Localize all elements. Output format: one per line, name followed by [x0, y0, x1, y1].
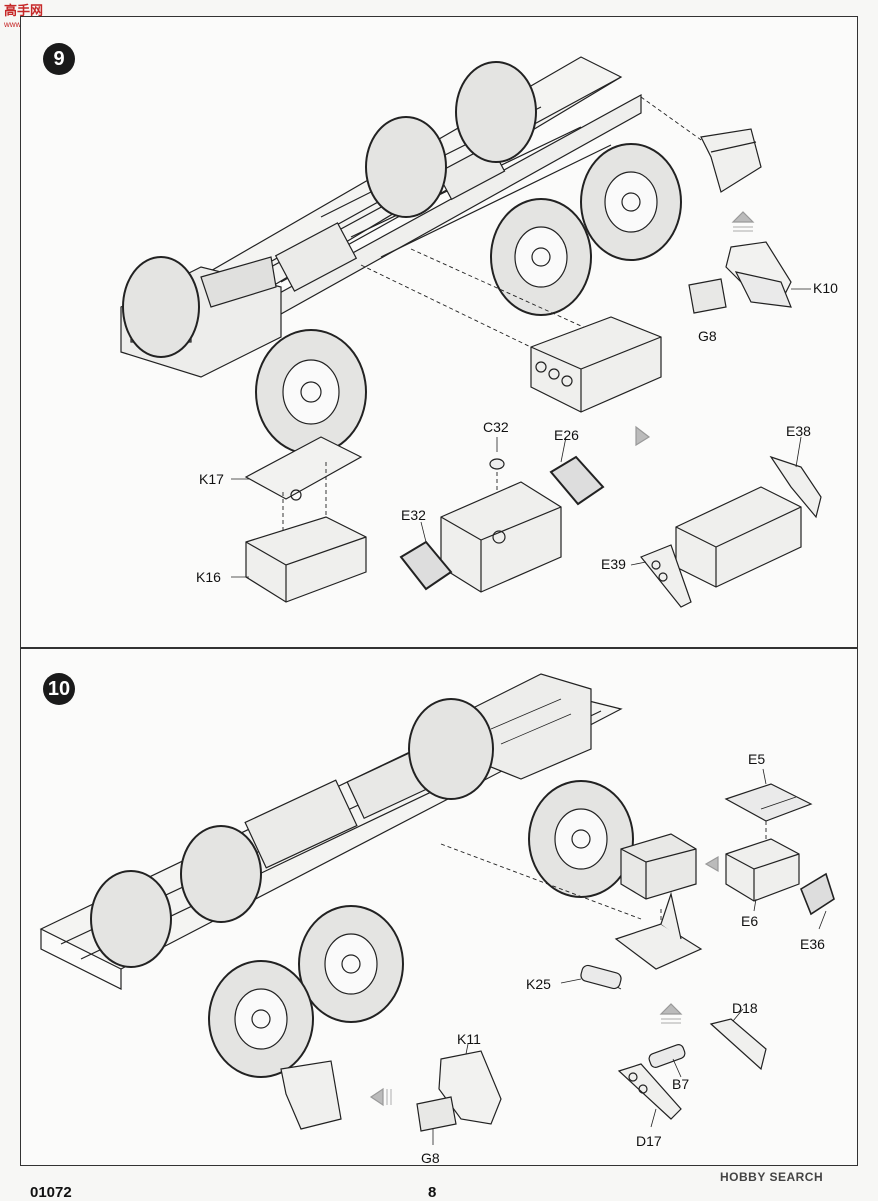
- mudflap-rear: [280, 1060, 342, 1130]
- k25-cylinder: [580, 964, 622, 990]
- step-10-badge: 10: [43, 673, 75, 705]
- step-10-diagram: E5 E6 E36 K25 D18 B7 D17 K11 G8: [39, 673, 835, 1166]
- e39-bracket: [640, 544, 692, 608]
- label-e32: E32: [401, 507, 426, 523]
- step-9-diagram: K10 G8 K17 K16 C32 E26 E32 E38 E39: [120, 56, 838, 608]
- arrow-left-icon: [369, 1087, 392, 1107]
- label-e6: E6: [741, 913, 758, 929]
- wheel-rear-right-1: [365, 116, 447, 218]
- arrow-diagonal-icon: [635, 425, 651, 447]
- assembly-lines: [360, 96, 712, 353]
- e36-plate: [800, 872, 835, 916]
- wheel-rear-left-2-10: [208, 960, 314, 1078]
- label-c32: C32: [483, 419, 509, 435]
- label-d17: D17: [636, 1133, 662, 1149]
- label-e36: E36: [800, 936, 825, 952]
- wheel-front-left-10: [528, 780, 634, 898]
- wheel-rear-left-1-10: [298, 905, 404, 1023]
- watermark-text: 高手网: [4, 3, 44, 18]
- b7-part: [648, 1044, 686, 1068]
- k17-cover: [244, 436, 363, 501]
- label-k10: K10: [813, 280, 838, 296]
- step-10-panel: 10: [20, 648, 858, 1166]
- k16-box: [245, 516, 367, 603]
- d17-bracket: [617, 1063, 682, 1120]
- label-e26: E26: [554, 427, 579, 443]
- e6-box: [725, 838, 800, 902]
- k10-bracket: [725, 241, 792, 308]
- label-b7: B7: [672, 1076, 689, 1092]
- d18-bracket: [709, 1018, 767, 1071]
- label-e39: E39: [601, 556, 626, 572]
- wheel-rear-right-1-10: [180, 825, 262, 923]
- product-code: 01072: [30, 1184, 72, 1201]
- wheel-rear-left-1: [490, 198, 592, 316]
- page-number: 8: [428, 1184, 437, 1201]
- fuel-tank-assembled: [530, 316, 662, 413]
- k11-bracket: [438, 1050, 502, 1125]
- label-g8-10: G8: [421, 1150, 440, 1166]
- label-k25: K25: [526, 976, 551, 992]
- e32-plate: [399, 540, 453, 591]
- mudflap-part: [700, 128, 762, 193]
- e5-lid: [724, 783, 813, 822]
- arrow-up-icon: [731, 211, 755, 232]
- fuel-tank-exploded: [440, 481, 562, 593]
- step-9-panel: 9: [20, 16, 858, 648]
- hobby-search-logo: HOBBY SEARCH: [720, 1170, 824, 1184]
- c32-cap: [489, 458, 505, 470]
- label-k11: K11: [457, 1031, 481, 1047]
- arrow-up-icon-10: [659, 1003, 683, 1024]
- step-9-badge: 9: [43, 43, 75, 75]
- wheel-rear-right-2-10: [90, 870, 172, 968]
- label-d18: D18: [732, 1000, 758, 1016]
- step-bracket: [614, 891, 703, 970]
- wheel-front-left: [255, 329, 367, 455]
- label-k16: K16: [196, 569, 221, 585]
- g8-light-10: [416, 1096, 457, 1132]
- label-e5: E5: [748, 751, 765, 767]
- wheel-front-right-10: [408, 698, 494, 800]
- wheel-rear-left-2: [580, 143, 682, 261]
- tank-assembly-right: [675, 486, 802, 588]
- wheel-front-right: [122, 256, 200, 358]
- battery-assembled: [620, 833, 697, 900]
- wheel-rear-right-2: [455, 61, 537, 163]
- label-e38: E38: [786, 423, 811, 439]
- arrow-left-icon-2: [704, 855, 719, 873]
- e26-plate: [549, 455, 605, 506]
- g8-light: [688, 278, 727, 314]
- label-k17: K17: [199, 471, 224, 487]
- label-g8: G8: [698, 328, 717, 344]
